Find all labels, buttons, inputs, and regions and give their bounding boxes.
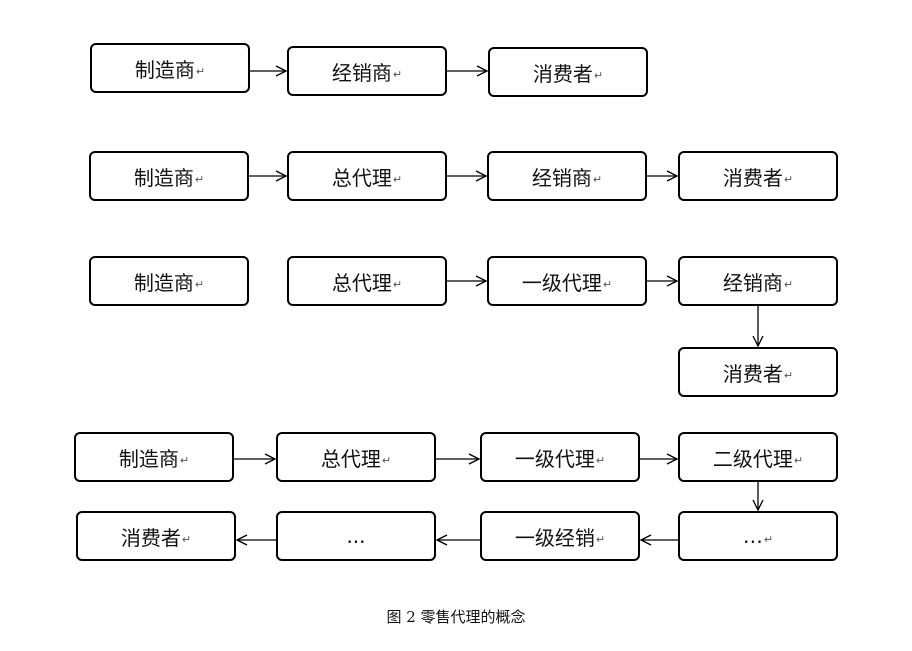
paragraph-mark: ↵ <box>783 172 794 186</box>
paragraph-mark: ↵ <box>392 172 403 186</box>
box-consumer-1: 消费者↵ <box>488 47 648 97</box>
box-label: 制造商 <box>133 270 194 295</box>
box-second-agent-4: 二级代理↵ <box>678 432 838 482</box>
box-ellipsis-right-4: …↵ <box>678 511 838 561</box>
box-label: 二级代理 <box>712 446 793 471</box>
paragraph-mark: ↵ <box>195 64 206 78</box>
box-first-distributor-4: 一级经销↵ <box>480 511 640 561</box>
box-label: 消费者 <box>722 361 783 386</box>
box-label: 经销商 <box>722 270 783 295</box>
box-manufacturer-3: 制造商↵ <box>89 256 249 306</box>
paragraph-mark: ↵ <box>602 277 613 291</box>
box-label: 一级代理 <box>521 270 602 295</box>
box-ellipsis-left-4: ... <box>276 511 436 561</box>
paragraph-mark: ↵ <box>593 68 604 82</box>
box-label: 经销商 <box>331 60 392 85</box>
box-label: 经销商 <box>531 165 592 190</box>
box-label: 总代理 <box>320 446 381 471</box>
box-label: 消费者 <box>722 165 783 190</box>
box-distributor-1: 经销商↵ <box>287 46 447 96</box>
box-label: 总代理 <box>331 270 392 295</box>
box-general-agent-2: 总代理↵ <box>287 151 447 201</box>
box-distributor-2: 经销商↵ <box>487 151 647 201</box>
box-first-agent-3: 一级代理↵ <box>487 256 647 306</box>
box-label: 一级经销 <box>514 525 595 550</box>
box-label: 总代理 <box>331 165 392 190</box>
paragraph-mark: ↵ <box>381 453 392 467</box>
box-general-agent-3: 总代理↵ <box>287 256 447 306</box>
paragraph-mark: ↵ <box>763 532 774 546</box>
box-label: … <box>742 524 763 548</box>
box-distributor-3: 经销商↵ <box>678 256 838 306</box>
paragraph-mark: ↵ <box>194 277 205 291</box>
box-manufacturer-4: 制造商↵ <box>74 432 234 482</box>
paragraph-mark: ↵ <box>392 277 403 291</box>
paragraph-mark: ↵ <box>392 67 403 81</box>
box-manufacturer-1: 制造商↵ <box>90 43 250 93</box>
paragraph-mark: ↵ <box>194 172 205 186</box>
box-consumer-3: 消费者↵ <box>678 347 838 397</box>
paragraph-mark: ↵ <box>592 172 603 186</box>
paragraph-mark: ↵ <box>595 532 606 546</box>
box-label: ... <box>346 524 366 548</box>
box-consumer-4: 消费者↵ <box>76 511 236 561</box>
box-manufacturer-2: 制造商↵ <box>89 151 249 201</box>
paragraph-mark: ↵ <box>595 453 606 467</box>
paragraph-mark: ↵ <box>783 368 794 382</box>
paragraph-mark: ↵ <box>783 277 794 291</box>
box-first-agent-4: 一级代理↵ <box>480 432 640 482</box>
box-consumer-2: 消费者↵ <box>678 151 838 201</box>
paragraph-mark: ↵ <box>179 453 190 467</box>
paragraph-mark: ↵ <box>793 453 804 467</box>
box-label: 制造商 <box>118 446 179 471</box>
figure-caption: 图 2 零售代理的概念 <box>386 608 526 626</box>
box-label: 消费者 <box>532 61 593 86</box>
box-label: 制造商 <box>133 165 194 190</box>
box-general-agent-4: 总代理↵ <box>276 432 436 482</box>
box-label: 消费者 <box>120 525 181 550</box>
paragraph-mark: ↵ <box>181 532 192 546</box>
box-label: 制造商 <box>134 57 195 82</box>
box-label: 一级代理 <box>514 446 595 471</box>
